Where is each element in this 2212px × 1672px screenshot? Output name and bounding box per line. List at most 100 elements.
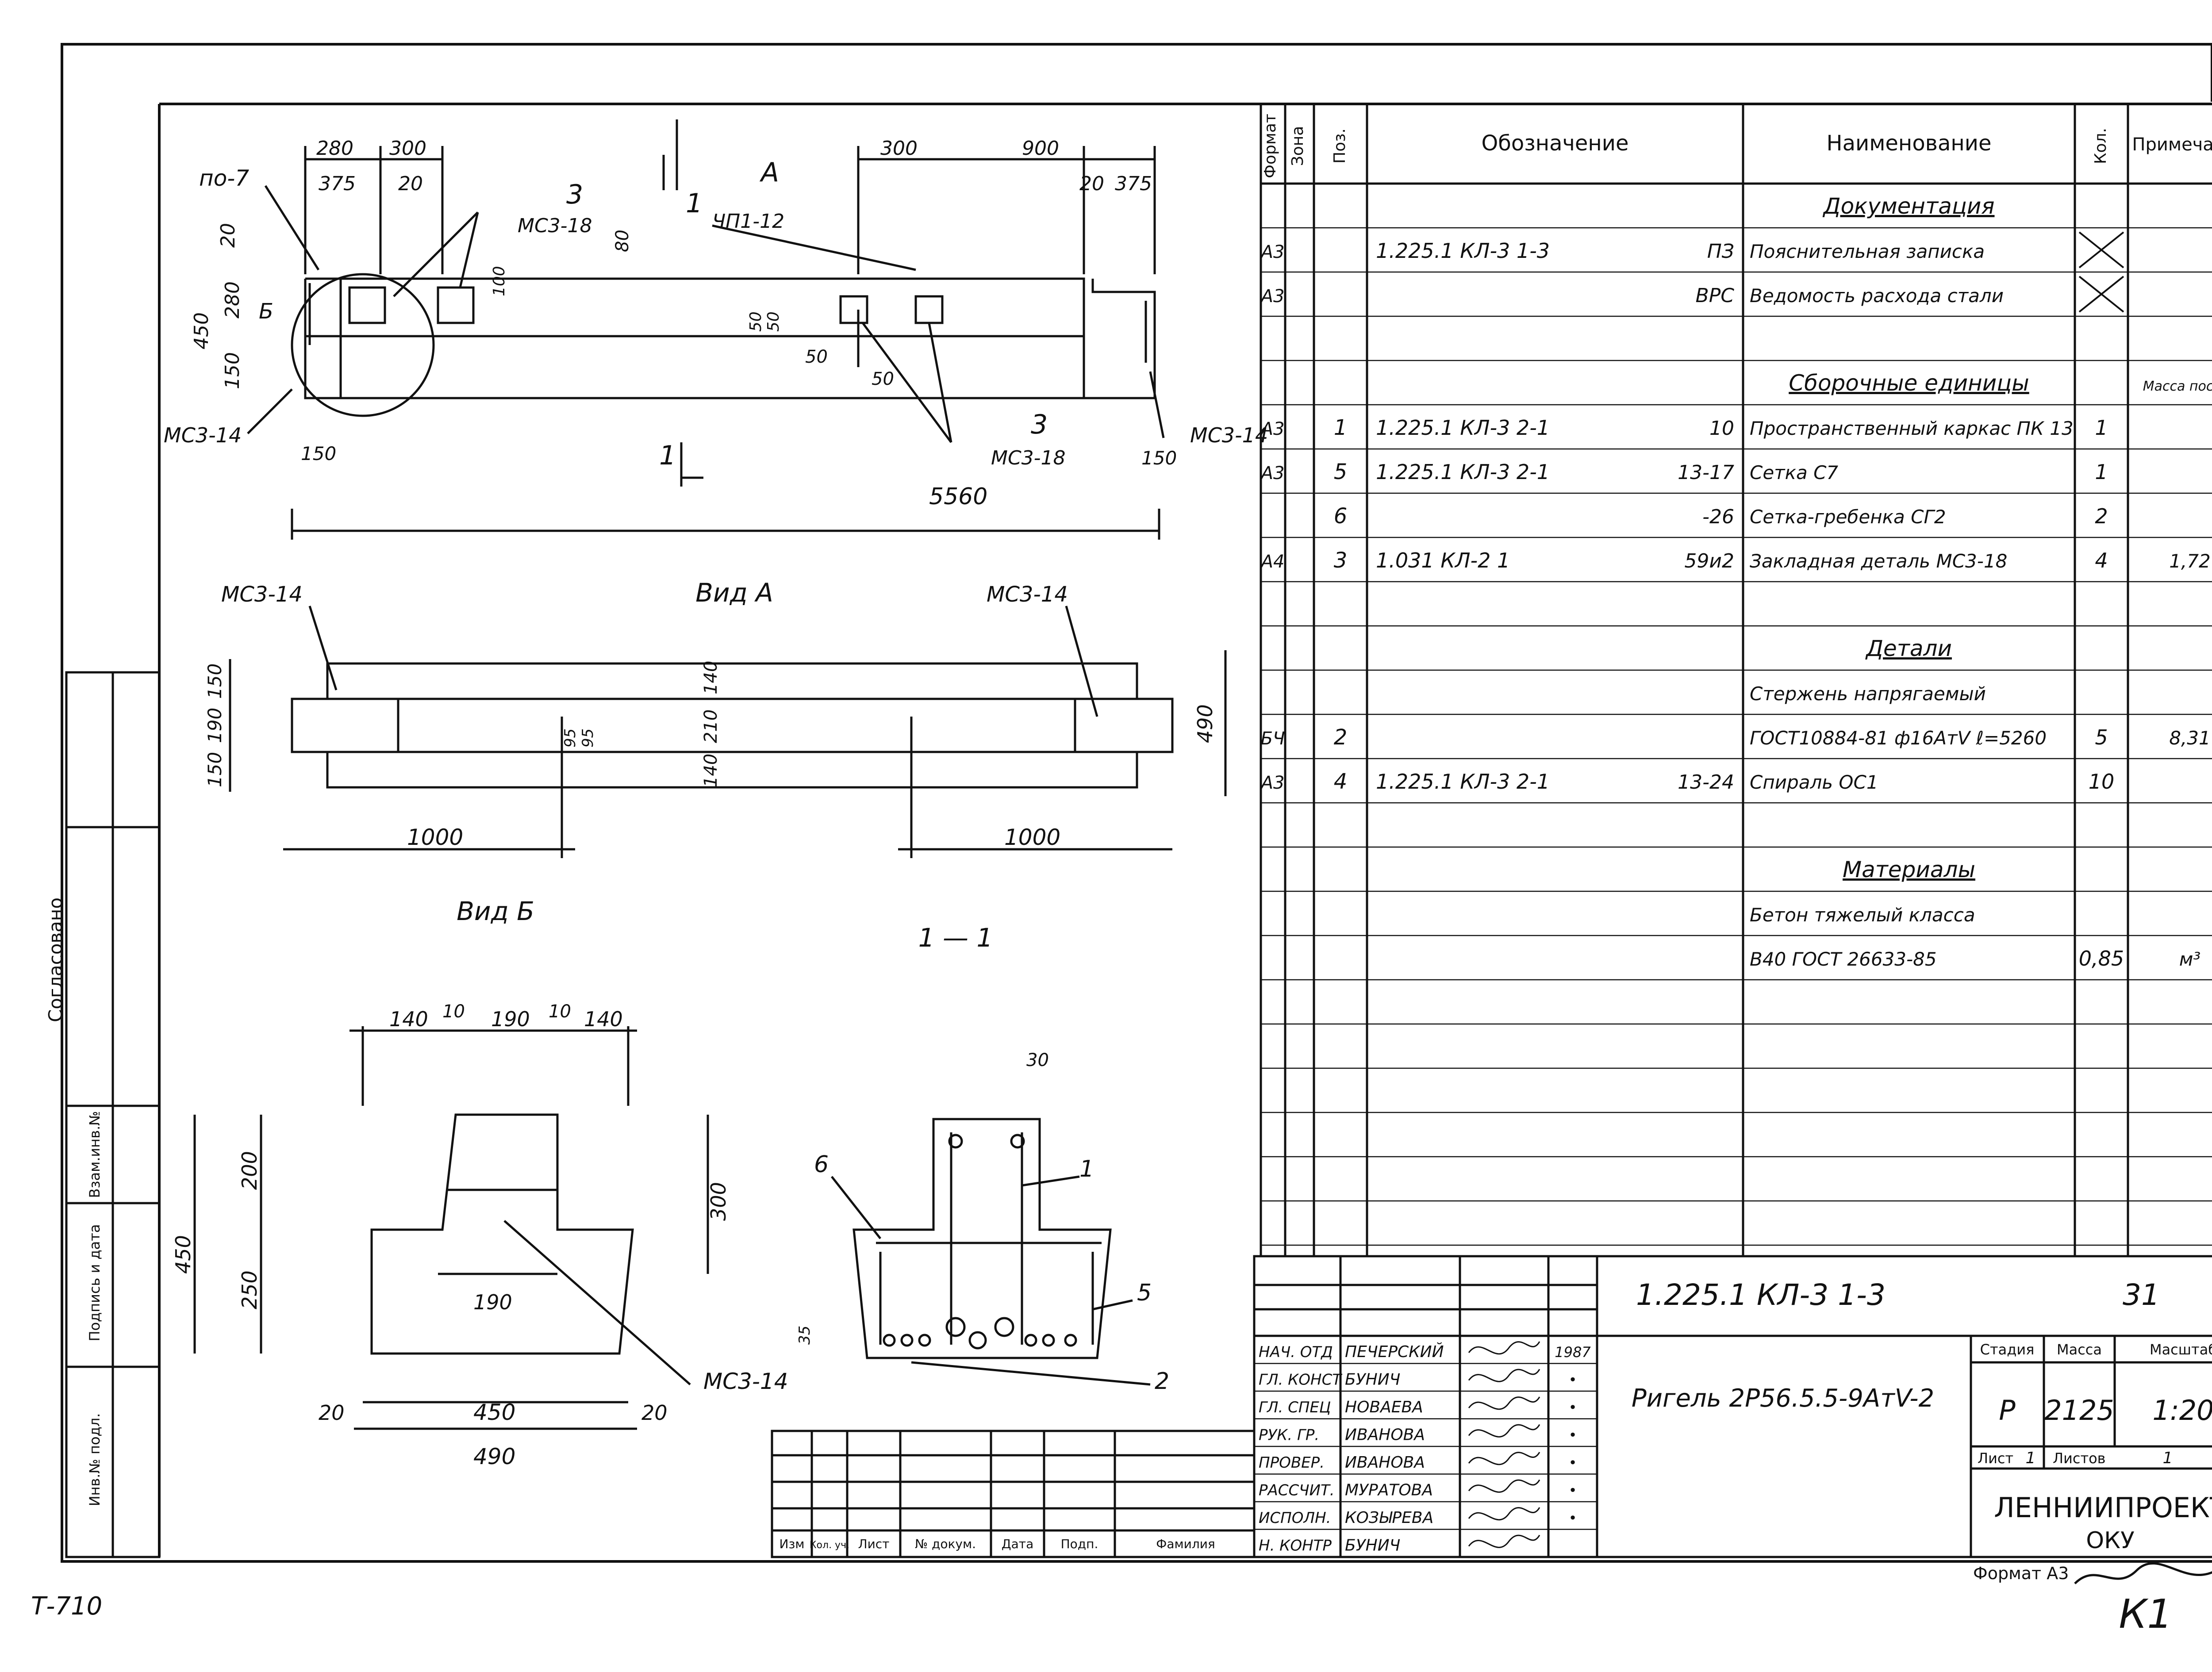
department: ОКУ [2086, 1527, 2135, 1554]
spec-cell-qty: 5 [2095, 725, 2108, 749]
spec-header-name: Наименование [1826, 131, 1991, 156]
view-a-dim-150b: 150 [204, 752, 226, 787]
spec-cell-note: 1,72 [2169, 550, 2211, 572]
cross-out-mark [2078, 231, 2124, 268]
spec-cell-designation: 1.225.1 КЛ-3 2-1 [1376, 770, 1550, 794]
spec-row: Стержень напрягаемый [1750, 683, 1986, 705]
spec-row: А3 ВРС Ведомость расхода стали [1260, 276, 2124, 313]
spec-header-format: Формат [1261, 114, 1279, 178]
spec-cell-name: ГОСТ10884-81 ф16АтV ℓ=5260 [1750, 727, 2047, 749]
section-1-title: 1 — 1 [918, 923, 993, 953]
spec-cell-code: ПЗ [1707, 240, 1734, 263]
view-a-dim-1000b: 1000 [1004, 824, 1060, 850]
view-a-dim-210: 210 [701, 709, 721, 743]
spec-cell-name: Ведомость расхода стали [1750, 285, 2004, 307]
signer-date: • [1569, 1372, 1577, 1388]
elev-label-b: Б [259, 299, 273, 324]
spec-cell-code: ВРС [1696, 284, 1735, 307]
view-a-dim-95b: 95 [579, 729, 597, 748]
spec-cell-pos: 5 [1334, 460, 1348, 484]
spec-cell-name: Закладная деталь МС3-18 [1750, 550, 2007, 572]
format-label: Формат А3 [1973, 1564, 2069, 1583]
signer-row: РАССЧИТ.МУРАТОВА• [1259, 1479, 1577, 1499]
view-b-dim-450: 450 [473, 1400, 515, 1425]
change-h-izm: Изм [780, 1537, 805, 1551]
view-a-dim-95a: 95 [561, 729, 579, 748]
elev-dim-50a: 50 [747, 311, 765, 332]
elev-dim-side-150: 150 [221, 352, 244, 389]
view-a-label-right: МС3-14 [987, 582, 1068, 607]
spec-row: Документация [1823, 193, 1995, 219]
signer-row: ГЛ. СПЕЦ НОВАЕВА • [1259, 1396, 1577, 1416]
signer-row: ИСПОЛН.КОЗЫРЕВА• [1259, 1507, 1577, 1527]
spec-cell-qty: 4 [2095, 548, 2108, 572]
signer-name: БУНИЧ [1345, 1537, 1400, 1555]
signer-role: НАЧ. ОТД [1259, 1343, 1333, 1361]
spec-cell-format: А4 [1260, 552, 1285, 572]
sheet-no: 1 [2026, 1449, 2036, 1467]
organization: ЛЕННИИПРОЕКТ [1994, 1492, 2212, 1524]
spec-cell-format: А3 [1260, 419, 1285, 439]
side-stamp [65, 671, 161, 1558]
spec-row: Бетон тяжелый класса [1750, 904, 1975, 926]
spec-cell-format: А3 [1260, 242, 1285, 262]
view-a-dim-140b: 140 [701, 754, 721, 787]
elev-label-ms314-right: МС3-14 [1190, 423, 1268, 447]
stamp-inv-label: Инв.№ подл. [86, 1413, 103, 1507]
spec-cell-note: Масса пос. кг [2143, 379, 2212, 394]
title-block-grid [1253, 1255, 2212, 1558]
elev-label-3b: 3 [1031, 409, 1048, 440]
elev-dim-375: 375 [319, 173, 356, 195]
elev-label-po7: по-7 [199, 165, 249, 191]
spec-section-title: Материалы [1843, 857, 1975, 882]
sheets-label: Листов [2053, 1450, 2106, 1467]
signer-role: РУК. ГР. [1259, 1427, 1319, 1444]
section-1-dim-35: 35 [796, 1326, 814, 1345]
spec-cell-note: 8,31 [2169, 727, 2211, 749]
signature-mark [1468, 1507, 1540, 1521]
view-b-dim-190: 190 [491, 1007, 530, 1031]
spec-header-designation: Обозначение [1481, 131, 1628, 156]
scale-value: 1:20 [2152, 1394, 2212, 1427]
view-b-dim-inner-190: 190 [473, 1290, 512, 1314]
section-1-drawing [831, 1118, 1151, 1386]
spec-cell-pos: 2 [1334, 725, 1348, 750]
elev-label-ms314-left: МС3-14 [164, 423, 242, 447]
spec-cell-code: 13-17 [1678, 461, 1734, 484]
signature-mark [1468, 1396, 1540, 1410]
cross-out-mark [2078, 276, 2124, 313]
elev-dim-900: 900 [1022, 137, 1059, 160]
view-a-dim-140a: 140 [701, 661, 721, 694]
view-a-dim-150a: 150 [204, 663, 226, 699]
stamp-sign-label: Подпись и дата [86, 1224, 103, 1341]
view-a-title: Вид А [695, 578, 773, 608]
signer-row: ПРОВЕР.ИВАНОВА• [1259, 1452, 1577, 1472]
change-h-qty: Кол. уч. [810, 1540, 849, 1551]
signer-role: ГЛ. СПЕЦ [1259, 1399, 1331, 1416]
spec-table-grid [1260, 104, 2212, 1256]
signer-name: НОВАЕВА [1345, 1398, 1423, 1416]
doc-code: 1.225.1 КЛ-3 1-3 [1636, 1278, 1886, 1312]
change-h-name: Фамилия [1156, 1537, 1215, 1551]
signature-mark [1468, 1424, 1540, 1438]
signer-date: • [1569, 1399, 1577, 1416]
spec-cell-pos: 4 [1334, 769, 1348, 794]
spec-cell-format: А3 [1260, 463, 1285, 483]
spec-cell-format: БЧ [1261, 729, 1285, 749]
stage-value: Р [1999, 1394, 2016, 1427]
spec-section-title: Сборочные единицы [1789, 370, 2029, 396]
spec-cell-code: 10 [1709, 417, 1734, 440]
view-a-label-left: МС3-14 [221, 582, 303, 607]
elev-label-chp112: ЧП1-12 [712, 210, 784, 233]
spec-cell-designation: 1.225.1 КЛ-3 2-1 [1376, 460, 1550, 484]
section-1-callout-5: 5 [1137, 1280, 1152, 1306]
spec-cell-format: А3 [1260, 286, 1285, 307]
stage-label: Стадия [1980, 1341, 2035, 1358]
mass-value: 2125 [2044, 1394, 2114, 1427]
